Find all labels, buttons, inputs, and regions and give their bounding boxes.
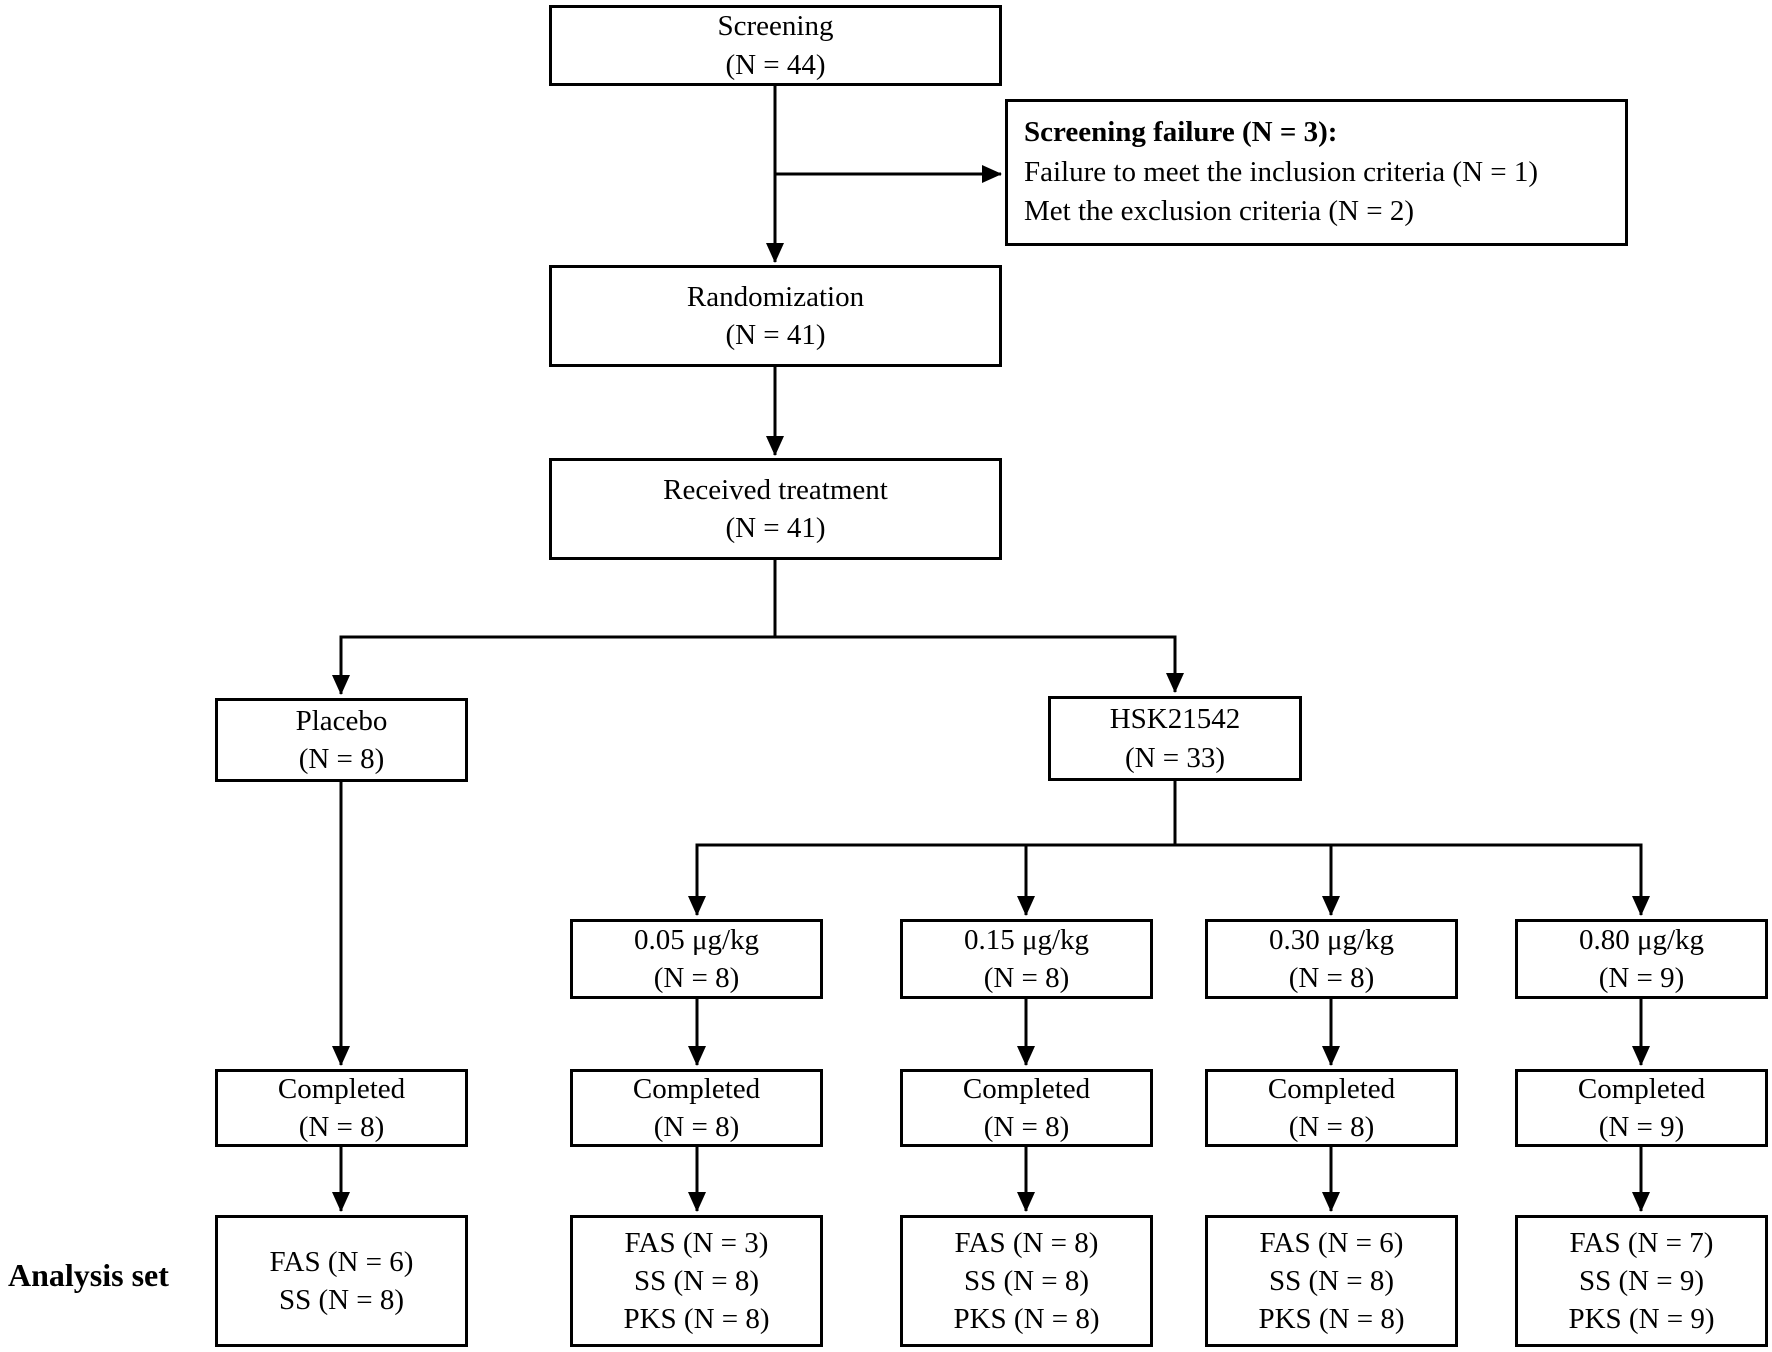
- screening-failure-reason-1: Failure to meet the inclusion criteria (…: [1024, 155, 1539, 188]
- completed-005-label: Completed: [632, 1072, 761, 1105]
- dose-030-box: 0.30 μg/kg (N = 8): [1205, 919, 1458, 999]
- placebo-label: Placebo: [295, 704, 388, 737]
- dose-015-label: 0.15 μg/kg: [963, 923, 1090, 956]
- completed-030-label: Completed: [1267, 1072, 1396, 1105]
- completed-015-count: (N = 8): [983, 1111, 1070, 1143]
- completed-030-count: (N = 8): [1288, 1111, 1375, 1143]
- analysis-015-box: FAS (N = 8) SS (N = 8) PKS (N = 8): [900, 1215, 1153, 1347]
- analysis-005-box: FAS (N = 3) SS (N = 8) PKS (N = 8): [570, 1215, 823, 1347]
- completed-030-box: Completed (N = 8): [1205, 1069, 1458, 1147]
- analysis-030-ss: SS (N = 8): [1268, 1264, 1395, 1297]
- dose-005-label: 0.05 μg/kg: [633, 923, 760, 956]
- completed-080-label: Completed: [1577, 1072, 1706, 1105]
- randomization-count: (N = 41): [725, 319, 826, 351]
- analysis-080-fas: FAS (N = 7): [1569, 1226, 1714, 1259]
- hsk21542-label: HSK21542: [1109, 703, 1241, 736]
- analysis-placebo-ss: SS (N = 8): [278, 1284, 405, 1316]
- dose-080-box: 0.80 μg/kg (N = 9): [1515, 919, 1768, 999]
- completed-080-box: Completed (N = 9): [1515, 1069, 1768, 1147]
- analysis-015-pks: PKS (N = 8): [953, 1303, 1100, 1336]
- completed-015-label: Completed: [962, 1072, 1091, 1105]
- dose-015-count: (N = 8): [983, 962, 1070, 994]
- completed-080-count: (N = 9): [1598, 1111, 1685, 1143]
- received-treatment-box: Received treatment (N = 41): [549, 458, 1002, 560]
- dose-005-box: 0.05 μg/kg (N = 8): [570, 919, 823, 999]
- screening-box: Screening (N = 44): [549, 5, 1002, 86]
- placebo-count: (N = 8): [298, 743, 385, 775]
- placebo-box: Placebo (N = 8): [215, 698, 468, 782]
- completed-placebo-box: Completed (N = 8): [215, 1069, 468, 1147]
- dose-080-label: 0.80 μg/kg: [1578, 923, 1705, 956]
- analysis-030-pks: PKS (N = 8): [1258, 1303, 1405, 1336]
- completed-005-count: (N = 8): [653, 1111, 740, 1143]
- completed-005-box: Completed (N = 8): [570, 1069, 823, 1147]
- dose-080-count: (N = 9): [1598, 962, 1685, 994]
- screening-label: Screening: [717, 10, 834, 43]
- completed-015-box: Completed (N = 8): [900, 1069, 1153, 1147]
- dose-015-box: 0.15 μg/kg (N = 8): [900, 919, 1153, 999]
- received-treatment-label: Received treatment: [663, 473, 888, 506]
- dose-005-count: (N = 8): [653, 962, 740, 994]
- analysis-080-box: FAS (N = 7) SS (N = 9) PKS (N = 9): [1515, 1215, 1768, 1347]
- screening-failure-title: Screening failure (N = 3):: [1024, 116, 1338, 149]
- analysis-005-ss: SS (N = 8): [633, 1264, 760, 1297]
- analysis-080-ss: SS (N = 9): [1578, 1264, 1705, 1297]
- analysis-015-fas: FAS (N = 8): [954, 1226, 1099, 1259]
- analysis-005-pks: PKS (N = 8): [623, 1303, 770, 1336]
- screening-count: (N = 44): [725, 48, 826, 81]
- analysis-030-box: FAS (N = 6) SS (N = 8) PKS (N = 8): [1205, 1215, 1458, 1347]
- screening-failure-box: Screening failure (N = 3): Failure to me…: [1005, 99, 1628, 246]
- analysis-015-ss: SS (N = 8): [963, 1264, 1090, 1297]
- analysis-placebo-fas: FAS (N = 6): [269, 1245, 414, 1278]
- randomization-box: Randomization (N = 41): [549, 265, 1002, 367]
- analysis-placebo-box: FAS (N = 6) SS (N = 8): [215, 1215, 468, 1347]
- received-treatment-count: (N = 41): [725, 512, 826, 544]
- analysis-set-label: Analysis set: [8, 1257, 169, 1293]
- hsk21542-box: HSK21542 (N = 33): [1048, 696, 1302, 781]
- hsk21542-count: (N = 33): [1124, 741, 1226, 774]
- screening-failure-reason-2: Met the exclusion criteria (N = 2): [1024, 195, 1414, 228]
- completed-placebo-label: Completed: [277, 1072, 406, 1105]
- dose-030-label: 0.30 μg/kg: [1268, 923, 1395, 956]
- completed-placebo-count: (N = 8): [298, 1111, 385, 1143]
- analysis-030-fas: FAS (N = 6): [1259, 1226, 1404, 1259]
- analysis-080-pks: PKS (N = 9): [1568, 1303, 1715, 1336]
- randomization-label: Randomization: [686, 280, 865, 313]
- analysis-005-fas: FAS (N = 3): [624, 1226, 769, 1259]
- dose-030-count: (N = 8): [1288, 962, 1375, 994]
